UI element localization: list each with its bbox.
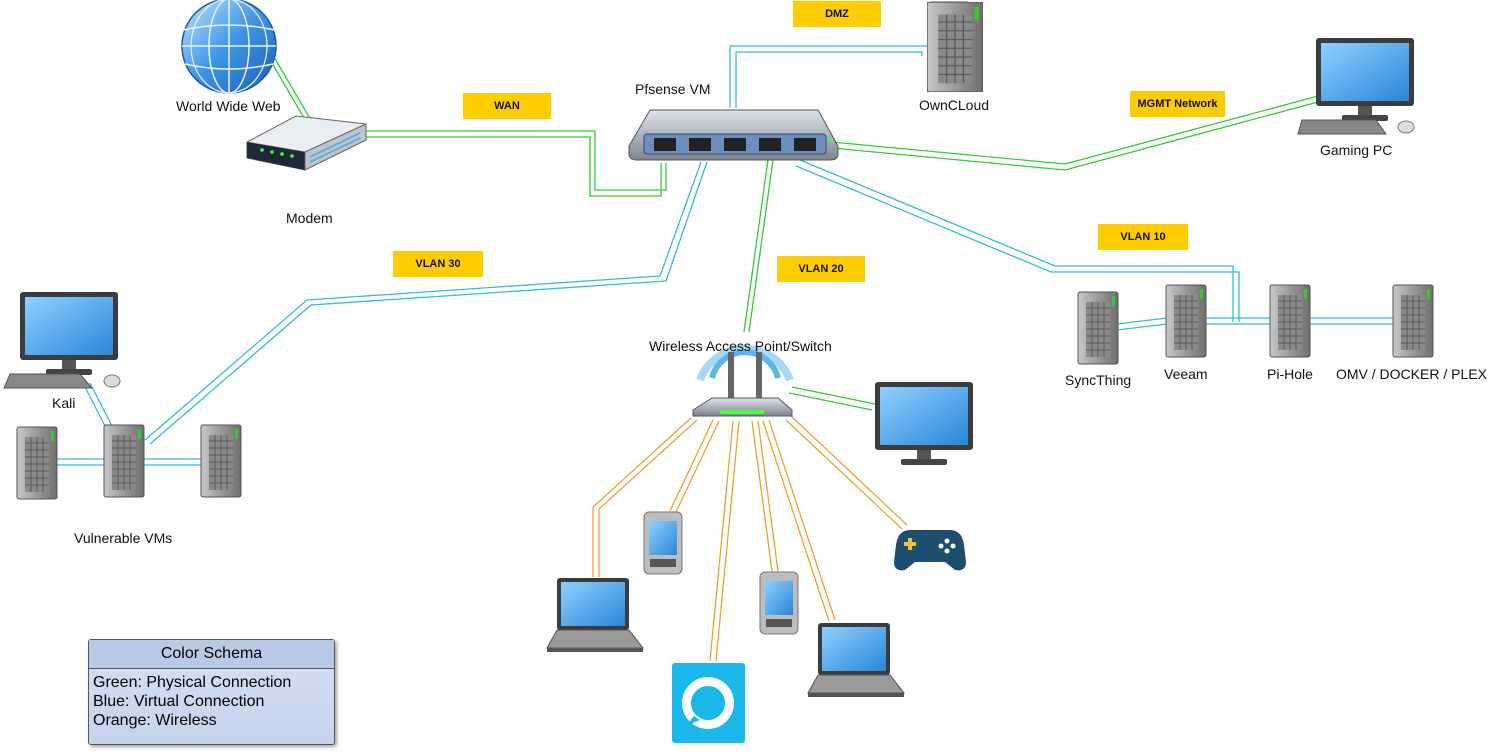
- vlan20-tag: VLAN 20: [777, 256, 865, 282]
- modem-label: Modem: [286, 210, 333, 226]
- laptop-2-icon[interactable]: [807, 622, 905, 698]
- legend-blue: Blue: Virtual Connection: [93, 693, 265, 710]
- pihole-server-icon[interactable]: [1269, 284, 1311, 358]
- omv-label: OMV / DOCKER / PLEX: [1336, 366, 1487, 382]
- mgmt-network-tag: MGMT Network: [1130, 91, 1225, 117]
- legend-green: Green: Physical Connection: [93, 674, 292, 691]
- vlan30-tag: VLAN 30: [393, 251, 483, 277]
- syncthing-server-icon[interactable]: [1077, 291, 1119, 365]
- color-legend: Color Schema Green: Physical Connection …: [88, 639, 335, 745]
- phone-1-icon[interactable]: [643, 511, 683, 575]
- laptop-1-icon[interactable]: [546, 577, 644, 653]
- pfsense-label: Pfsense VM: [635, 81, 711, 97]
- wireless-access-point-icon[interactable]: [692, 344, 794, 417]
- vulnerable-vm-1-icon[interactable]: [16, 426, 58, 500]
- owncloud-label: OwnCLoud: [919, 97, 990, 113]
- wan-tag: WAN: [463, 93, 551, 119]
- physical-links: [268, 56, 1319, 411]
- dmz-tag: DMZ: [793, 1, 881, 27]
- virtual-links: [56, 45, 1394, 466]
- vulnerable-vms-label: Vulnerable VMs: [74, 530, 173, 546]
- wap-label: Wireless Access Point/Switch: [649, 338, 832, 354]
- pihole-label: Pi-Hole: [1267, 366, 1313, 382]
- kali-workstation-icon[interactable]: [3, 292, 121, 389]
- gamepad-icon[interactable]: [894, 530, 966, 571]
- legend-orange: Orange: Wireless: [93, 712, 217, 729]
- smart-tv-monitor-icon[interactable]: [875, 382, 973, 465]
- veeam-server-icon[interactable]: [1165, 284, 1207, 358]
- vlan10-tag: VLAN 10: [1098, 224, 1188, 250]
- syncthing-label: SyncThing: [1065, 372, 1132, 388]
- modem-icon[interactable]: [246, 115, 367, 171]
- kali-label: Kali: [52, 395, 76, 411]
- gaming-pc-label: Gaming PC: [1320, 142, 1393, 158]
- globe-icon[interactable]: [181, 0, 277, 94]
- alexa-icon[interactable]: [672, 663, 745, 743]
- vulnerable-vm-2-icon[interactable]: [103, 424, 145, 498]
- owncloud-server-large: [927, 2, 983, 92]
- wireless-links: [592, 415, 908, 662]
- www-label: World Wide Web: [176, 98, 281, 114]
- legend-title: Color Schema: [89, 640, 334, 669]
- vulnerable-vm-3-icon[interactable]: [200, 424, 242, 498]
- pfsense-switch-icon[interactable]: [628, 109, 839, 161]
- omv-server-icon[interactable]: [1392, 284, 1434, 358]
- gaming-pc-icon[interactable]: [1297, 38, 1415, 135]
- phone-2-icon[interactable]: [759, 571, 799, 635]
- veeam-label: Veeam: [1164, 366, 1208, 382]
